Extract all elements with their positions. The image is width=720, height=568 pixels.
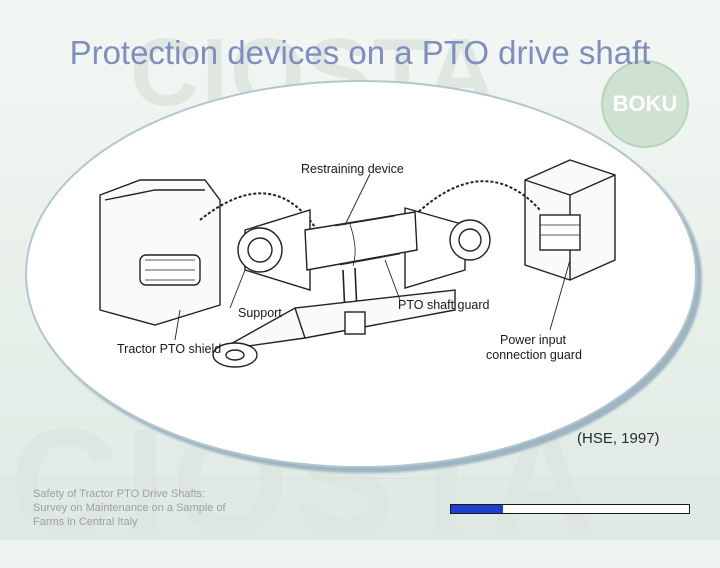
label-power-input-line1: Power input [500, 333, 567, 347]
label-restraining-device: Restraining device [301, 162, 404, 176]
progress-fill [451, 505, 504, 513]
footer-text: Safety of Tractor PTO Drive Shafts: Surv… [33, 487, 263, 529]
pto-shaft-diagram [99, 159, 616, 368]
watermark-logo: BOKU [601, 60, 689, 148]
label-pto-shaft-guard: PTO shaft guard [398, 298, 490, 312]
label-power-input-line2: connection guard [486, 348, 582, 362]
label-support: Support [238, 306, 282, 320]
footer-line-2: Survey on Maintenance on a Sample of [33, 502, 226, 514]
citation: (HSE, 1997) [577, 430, 660, 447]
slide-title: Protection devices on a PTO drive shaft [69, 34, 651, 71]
progress-bar [450, 504, 690, 514]
watermark-logo-text: BOKU [612, 91, 678, 116]
footer-divider [0, 478, 720, 479]
label-tractor-pto-shield: Tractor PTO shield [117, 342, 222, 356]
footer-line-1: Safety of Tractor PTO Drive Shafts: [33, 488, 206, 500]
footer-line-3: Farms in Central Italy [33, 516, 138, 528]
